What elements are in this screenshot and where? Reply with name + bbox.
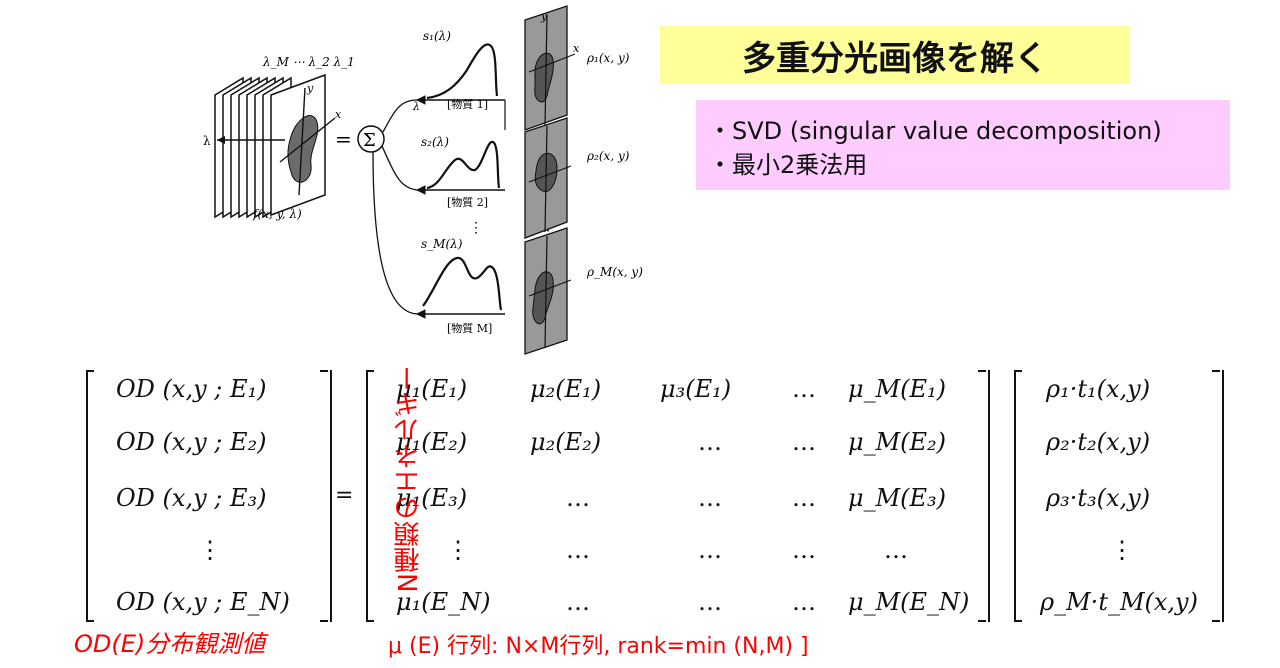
- map-m-label: ρ_M(x, y): [586, 265, 643, 279]
- od-row-vdots: ⋮: [198, 536, 222, 564]
- image-stack: [214, 73, 326, 219]
- mu-cell: …: [698, 588, 722, 616]
- spectrum-2-material: [物質 2]: [447, 195, 488, 209]
- mu-cell: μ₁(E₁): [396, 375, 468, 403]
- mu-cell: …: [698, 536, 722, 564]
- function-label: f(x, y, λ): [252, 207, 302, 221]
- stack-y-axis: [298, 87, 306, 196]
- lambda-axis-label: λ: [203, 134, 211, 148]
- mu-cell: …: [792, 375, 816, 403]
- arrow-to-spectrum-2: [381, 145, 418, 191]
- map-1-label: ρ₁(x, y): [586, 51, 630, 65]
- spectrum-m-material: [物質 M]: [447, 321, 492, 335]
- rho-row-2: ρ₂·t₂(x,y): [1046, 428, 1151, 456]
- spectral-decomposition-figure: λ x y λ_M ⋯ λ_2 λ_1 f(x, y, λ) = Σ s₁(λ)…: [203, 5, 643, 355]
- mu-cell: …: [698, 484, 722, 512]
- rho-row-m: ρ_M·t_M(x,y): [1040, 588, 1198, 616]
- map-m: [524, 227, 572, 355]
- equation-equals: =: [335, 483, 354, 508]
- map-y-label: y: [540, 10, 548, 23]
- map-2-label: ρ₂(x, y): [586, 149, 630, 163]
- sigma-circle: [357, 125, 385, 153]
- map-1: [524, 5, 576, 131]
- rho-column-bracket: [1014, 370, 1224, 622]
- rho-row-vdots: ⋮: [1110, 536, 1134, 564]
- spectrum-2-label: s₂(λ): [421, 135, 449, 149]
- mu-cell: μ₁(E_N): [396, 588, 491, 616]
- mu-cell: …: [698, 428, 722, 456]
- spectrum-1-lambda: λ: [412, 100, 420, 113]
- lambda-arrowhead: [217, 136, 225, 144]
- sigma-symbol: Σ: [363, 130, 376, 151]
- title-box: 多重分光画像を解く: [660, 26, 1130, 84]
- spectra-vdots: ⋮: [469, 220, 483, 236]
- mu-cell: …: [792, 536, 816, 564]
- spectrum-1-label: s₁(λ): [423, 29, 451, 43]
- rho-row-1: ρ₁·t₁(x,y): [1046, 375, 1151, 403]
- energy-count-label: N種類のエネルギー: [394, 365, 424, 593]
- stack-y-label: y: [306, 82, 314, 95]
- mu-cell: μ₂(E₂): [530, 428, 602, 456]
- map-2: [524, 117, 572, 239]
- spectrum-2: [415, 140, 505, 195]
- map-x-label: x: [573, 42, 580, 55]
- mu-cell: …: [566, 536, 590, 564]
- mu-cell: …: [566, 588, 590, 616]
- stack-top-label: λ_M ⋯ λ_2 λ_1: [262, 55, 355, 69]
- stack-x-axis: [279, 117, 336, 163]
- od-row-2: OD (x,y ; E₂): [116, 428, 267, 456]
- od-column-bracket: [86, 370, 332, 622]
- spectrum-m-label: s_M(λ): [421, 237, 463, 251]
- arrow-to-spectrum-m: [372, 151, 418, 315]
- mu-cell: μ_M(E₁): [848, 375, 947, 403]
- spectrum-1-material: [物質 1]: [447, 97, 488, 111]
- mu-cell: μ₁(E₃): [396, 484, 468, 512]
- rho-row-3: ρ₃·t₃(x,y): [1046, 484, 1151, 512]
- od-row-1: OD (x,y ; E₁): [116, 375, 267, 403]
- od-distribution-label: OD(E)分布観測値: [74, 630, 266, 658]
- mu-cell: μ_M(E₃): [848, 484, 947, 512]
- mu-cell: μ_M(E₂): [848, 428, 947, 456]
- mu-matrix-bracket: [366, 370, 990, 622]
- mu-cell: …: [884, 536, 908, 564]
- mu-cell: …: [566, 484, 590, 512]
- od-row-3: OD (x,y ; E₃): [116, 484, 267, 512]
- methods-box: ・SVD (singular value decomposition) ・最小2…: [696, 100, 1230, 190]
- mu-cell: μ₁(E₂): [396, 428, 468, 456]
- arrow-to-spectrum-1: [382, 99, 418, 133]
- page-title: 多重分光画像を解く: [742, 38, 1048, 79]
- mu-cell: μ₃(E₁): [660, 375, 732, 403]
- mu-cell: μ₂(E₁): [530, 375, 602, 403]
- mu-cell: μ_M(E_N): [848, 588, 970, 616]
- od-row-n: OD (x,y ; E_N): [116, 588, 290, 616]
- mu-cell: …: [792, 484, 816, 512]
- spectrum-1: [415, 43, 506, 130]
- spectrum-m: [415, 256, 505, 319]
- stack-x-label: x: [335, 108, 342, 121]
- figure-equals: =: [335, 127, 352, 151]
- mu-cell: ⋮: [446, 536, 470, 564]
- method-item-svd: ・SVD (singular value decomposition): [708, 117, 1162, 145]
- mu-cell: …: [792, 588, 816, 616]
- method-item-least-squares: ・最小2乗法用: [708, 151, 868, 179]
- mu-cell: …: [792, 428, 816, 456]
- mu-matrix-note: μ (E) 行列: N×M行列, rank=min (N,M) ]: [388, 634, 809, 659]
- stack-blob: [287, 115, 319, 183]
